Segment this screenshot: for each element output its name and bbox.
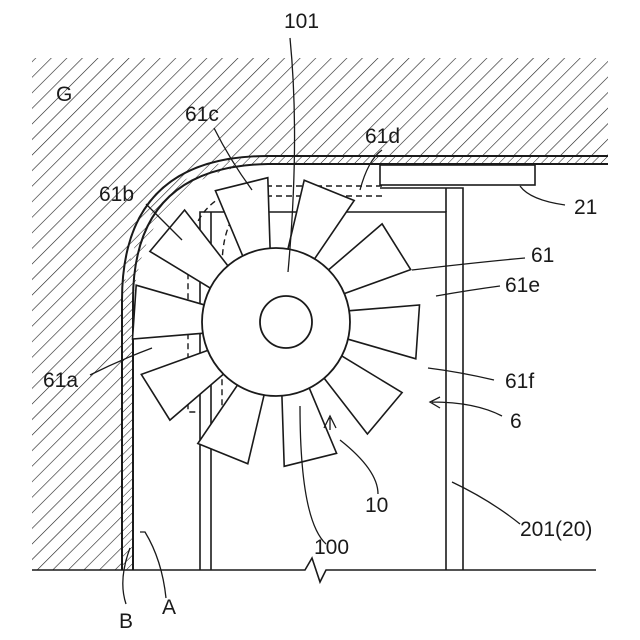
leader-10 <box>340 440 378 494</box>
label-61e: 61e <box>505 274 540 297</box>
fan-shaft <box>260 296 312 348</box>
label-61c: 61c <box>185 103 219 126</box>
component-21 <box>380 165 535 185</box>
label-6: 6 <box>510 410 522 433</box>
label-21: 21 <box>574 196 597 219</box>
label-61d: 61d <box>365 125 400 148</box>
label-101: 101 <box>284 10 319 33</box>
label-10: 10 <box>365 494 388 517</box>
leader-61 <box>412 258 525 270</box>
label-61f: 61f <box>505 370 534 393</box>
leader-a <box>140 532 166 598</box>
leader-61f <box>428 368 494 380</box>
label-201: 201(20) <box>520 518 592 541</box>
label-61: 61 <box>531 244 554 267</box>
label-g: G <box>56 83 72 106</box>
label-100: 100 <box>314 536 349 559</box>
label-a: A <box>162 596 176 619</box>
label-b: B <box>119 610 133 633</box>
fan-blade <box>133 285 211 339</box>
leader-6 <box>430 397 502 416</box>
label-61b: 61b <box>99 183 134 206</box>
fan-blade <box>342 305 420 359</box>
label-61a: 61a <box>43 369 78 392</box>
leader-21 <box>520 186 565 205</box>
